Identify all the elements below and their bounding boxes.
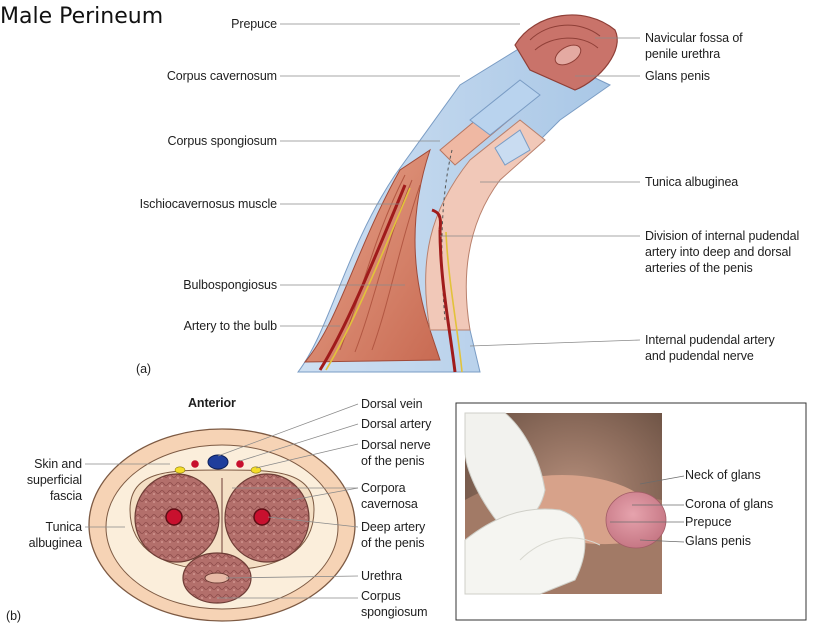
clinical-photo (456, 403, 806, 620)
label-neck-of-glans: Neck of glans (685, 468, 761, 482)
label-bulbospongiosus: Bulbospongiosus (183, 277, 277, 293)
label-dorsal-artery: Dorsal artery (361, 416, 431, 432)
label-navicular-fossa: Navicular fossa of penile urethra (645, 30, 743, 62)
panel-b-tag: (b) (6, 608, 21, 624)
label-skin-superficial-fascia: Skin and superficial fascia (27, 456, 82, 504)
label-deep-artery: Deep artery of the penis (361, 519, 425, 551)
label-glans-penis-photo: Glans penis (685, 534, 751, 548)
label-prepuce-a: Prepuce (231, 16, 277, 32)
label-prepuce-photo: Prepuce (685, 515, 732, 529)
label-corpus-spongiosum-b: Corpus spongiosum (361, 588, 427, 620)
panel-b-cross-section (89, 429, 355, 621)
label-glans-penis-a: Glans penis (645, 68, 710, 84)
label-corona-of-glans: Corona of glans (685, 497, 773, 511)
label-corpora-cavernosa: Corpora cavernosa (361, 480, 418, 512)
label-ischiocavernosus-muscle: Ischiocavernosus muscle (140, 196, 277, 212)
label-tunica-albuginea-b: Tunica albuginea (29, 519, 82, 551)
label-tunica-albuginea-a: Tunica albuginea (645, 174, 738, 190)
panel-a-illustration (298, 15, 617, 372)
label-anterior: Anterior (188, 395, 236, 411)
label-dorsal-nerve: Dorsal nerve of the penis (361, 437, 431, 469)
panel-a-tag: (a) (136, 361, 151, 377)
label-dorsal-vein: Dorsal vein (361, 396, 422, 412)
label-urethra: Urethra (361, 568, 402, 584)
label-internal-pudendal-artery-nerve: Internal pudendal artery and pudendal ne… (645, 332, 775, 364)
label-corpus-cavernosum: Corpus cavernosum (167, 68, 277, 84)
label-internal-pudendal-division: Division of internal pudendal artery int… (645, 228, 799, 276)
label-artery-to-the-bulb: Artery to the bulb (184, 318, 277, 334)
label-corpus-spongiosum-a: Corpus spongiosum (168, 133, 277, 149)
